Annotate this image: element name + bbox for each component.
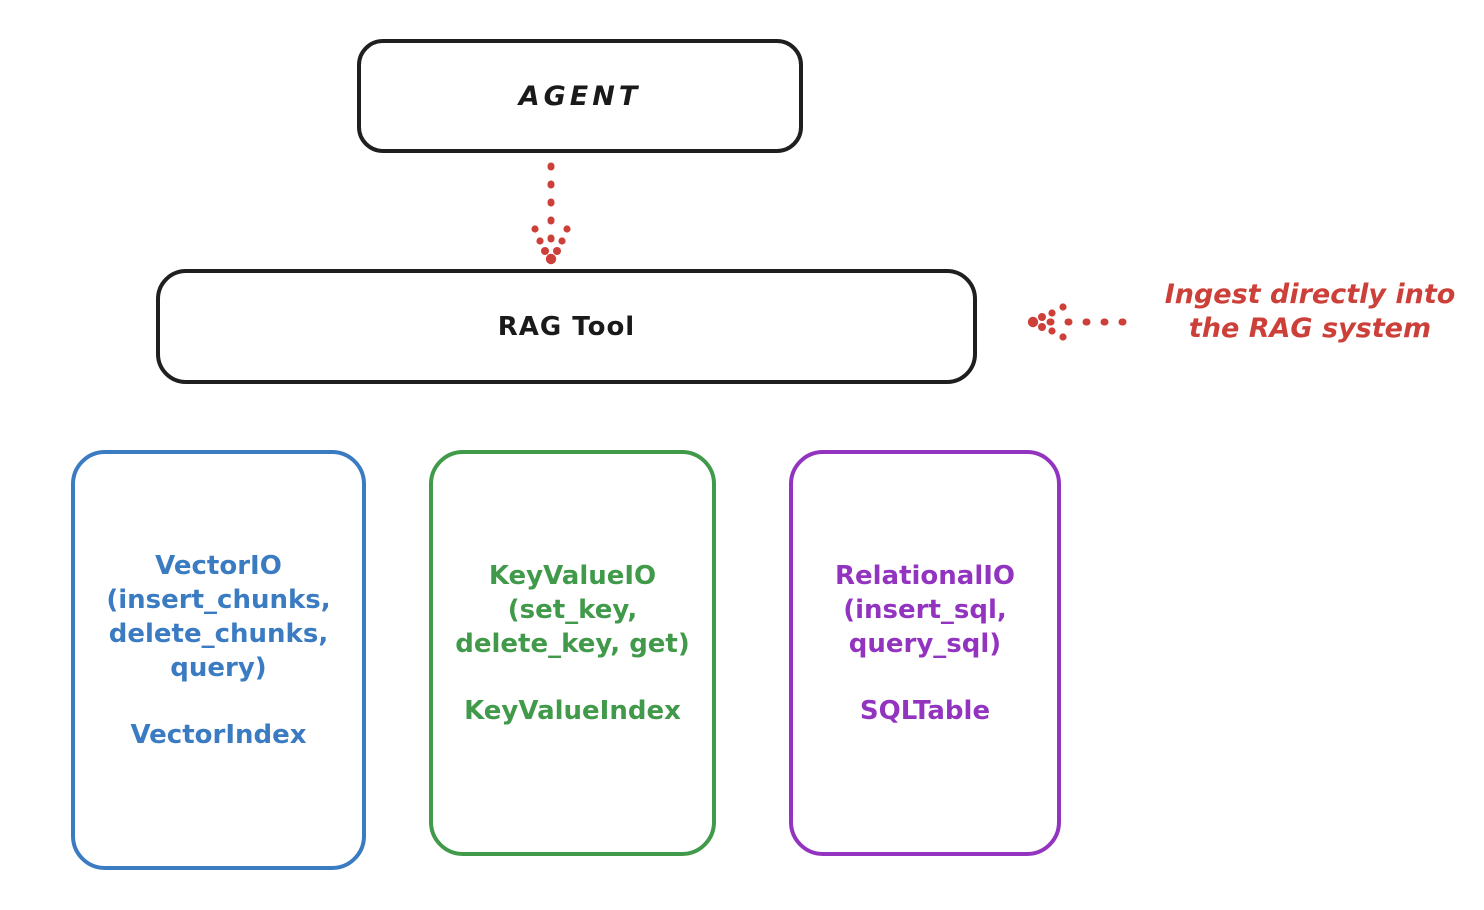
connector-ingest-to-rag-tool: [1027, 303, 1132, 341]
sql-table-label: SQLTable: [859, 695, 991, 726]
relational-io-api-label: RelationalIO (insert_sql, query_sql): [834, 561, 1016, 659]
vector-io-content: VectorIO (insert_chunks, delete_chunks, …: [106, 550, 330, 749]
rag-tool-node[interactable]: RAG Tool: [156, 269, 977, 384]
key-value-io-content: KeyValueIO (set_key, delete_key, get) Ke…: [455, 560, 690, 725]
agent-node[interactable]: AGENT: [357, 39, 803, 153]
rag-tool-node-label: RAG Tool: [497, 311, 636, 342]
ingest-annotation-label: Ingest directly into the RAG system: [1164, 279, 1456, 344]
vector-io-api-label: VectorIO (insert_chunks, delete_chunks, …: [106, 551, 331, 683]
relational-io-node[interactable]: RelationalIO (insert_sql, query_sql) SQL…: [789, 450, 1061, 856]
connector-agent-to-rag-tool: [531, 162, 571, 265]
key-value-index-label: KeyValueIndex: [464, 695, 681, 726]
key-value-io-node[interactable]: KeyValueIO (set_key, delete_key, get) Ke…: [429, 450, 716, 856]
vector-io-node[interactable]: VectorIO (insert_chunks, delete_chunks, …: [71, 450, 366, 870]
vector-index-label: VectorIndex: [130, 719, 307, 750]
relational-io-content: RelationalIO (insert_sql, query_sql) SQL…: [835, 560, 1015, 725]
agent-node-label: AGENT: [518, 80, 642, 112]
key-value-io-api-label: KeyValueIO (set_key, delete_key, get): [455, 561, 690, 659]
